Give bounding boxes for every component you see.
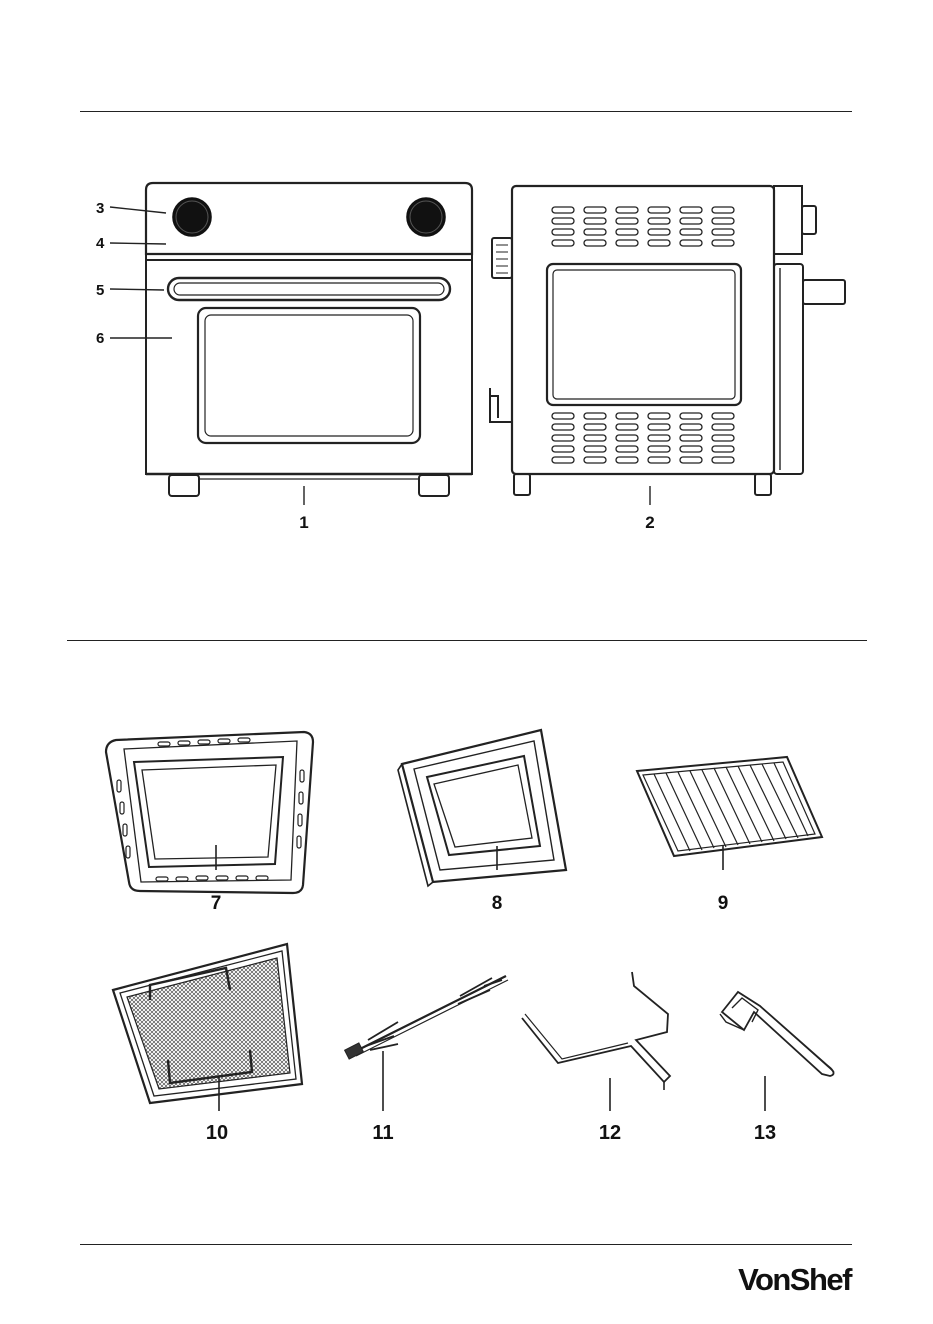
frying-tray [106, 732, 313, 893]
front-left-foot [169, 475, 199, 496]
label-10: 10 [206, 1122, 228, 1144]
label-3: 3 [96, 200, 104, 217]
lower-vent-slots [552, 413, 734, 463]
brand-logo: VonShef [738, 1262, 851, 1298]
wire-rack [637, 757, 822, 870]
tray-handle [720, 992, 834, 1111]
side-left-foot [514, 474, 530, 495]
label-7: 7 [211, 893, 222, 914]
label-6: 6 [96, 330, 104, 347]
label-9: 9 [718, 893, 729, 914]
door-handle [168, 278, 450, 300]
side-right-foot [755, 474, 771, 495]
right-control-knob [407, 198, 445, 236]
oven-front-view [146, 183, 472, 496]
label-8: 8 [492, 893, 503, 914]
mesh-basket [113, 944, 302, 1111]
label-5: 5 [96, 282, 104, 299]
oven-leader-lines [110, 207, 650, 505]
rotisserie-lifter [522, 972, 670, 1111]
label-11: 11 [372, 1122, 393, 1144]
oven-side-view [490, 186, 845, 495]
front-right-foot [419, 475, 449, 496]
upper-vent-slots [552, 207, 734, 246]
label-13: 13 [754, 1122, 776, 1144]
label-2: 2 [645, 513, 654, 532]
baking-tray [398, 730, 566, 886]
label-1: 1 [299, 513, 308, 532]
door-window [198, 308, 420, 443]
rotisserie-skewer [345, 976, 508, 1111]
label-12: 12 [599, 1122, 621, 1144]
label-4: 4 [96, 235, 105, 252]
left-control-knob [173, 198, 211, 236]
side-window [547, 264, 741, 405]
